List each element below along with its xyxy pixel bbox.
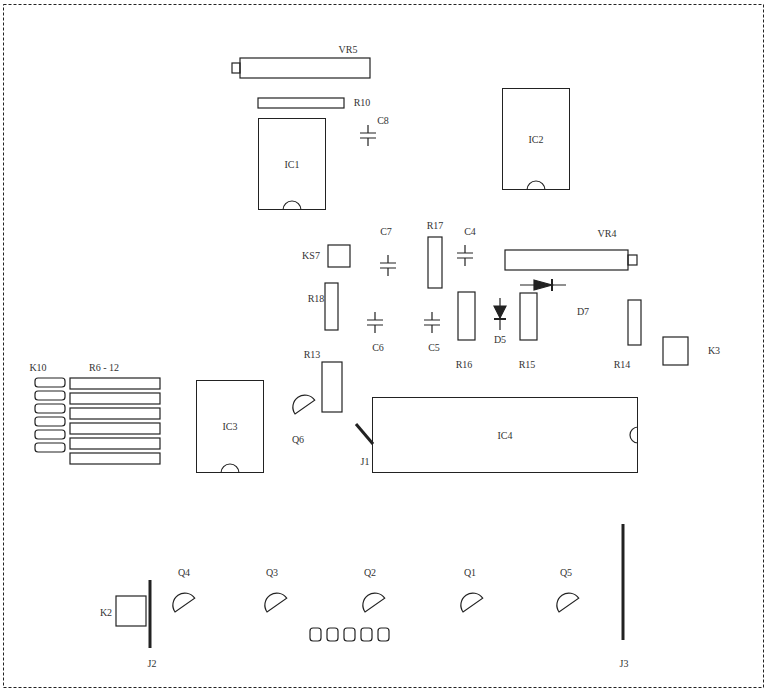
part-label: R16 <box>456 360 473 370</box>
part-label: KS7 <box>302 251 320 261</box>
connector-symbol <box>663 337 688 365</box>
resistor-symbol <box>258 98 344 108</box>
ic-outline: IC4 <box>372 397 638 473</box>
ic-label: IC4 <box>498 430 513 441</box>
ic-label: IC1 <box>285 159 300 170</box>
connector-pins <box>35 378 65 452</box>
diode-symbol <box>520 279 566 291</box>
part-label: R10 <box>354 98 371 108</box>
capacitor-symbol <box>360 125 473 333</box>
part-label: C5 <box>428 343 440 353</box>
part-label: K2 <box>100 608 112 618</box>
resistor-symbol <box>70 237 641 464</box>
trimmer-knob <box>232 63 240 73</box>
transistor-symbol <box>168 390 579 612</box>
ic-label: IC3 <box>223 421 238 432</box>
diode-symbol <box>494 298 506 330</box>
part-label: C6 <box>372 343 384 353</box>
part-label: VR4 <box>598 229 617 239</box>
part-label: Q1 <box>464 568 476 578</box>
ic-label: IC2 <box>529 134 544 145</box>
part-label: R13 <box>304 350 321 360</box>
part-label: C4 <box>464 227 476 237</box>
part-label: K10 <box>29 363 46 373</box>
ic-outline: IC2 <box>502 88 570 190</box>
ic-notch <box>630 427 638 443</box>
board-outline <box>4 5 764 688</box>
connector-symbol <box>328 245 350 267</box>
part-label: R17 <box>427 221 444 231</box>
jumper-wire <box>622 524 625 640</box>
part-label: Q6 <box>292 435 304 445</box>
jumper-wire <box>149 580 152 648</box>
trimmer-symbol <box>240 58 370 78</box>
part-label: R15 <box>519 360 536 370</box>
part-label: J3 <box>620 659 629 669</box>
part-label: Q3 <box>266 568 278 578</box>
ic-notch <box>527 181 545 190</box>
part-label: Q2 <box>364 568 376 578</box>
part-label: J2 <box>148 659 157 669</box>
jumper-wire <box>356 424 373 444</box>
part-label: Q4 <box>178 568 190 578</box>
part-label: R14 <box>614 360 631 370</box>
part-label: D7 <box>577 307 589 317</box>
part-label: C8 <box>377 116 389 126</box>
ic-notch <box>221 464 239 473</box>
part-label: D5 <box>494 335 506 345</box>
part-label: R6 - 12 <box>89 363 119 373</box>
part-label: K3 <box>708 346 720 356</box>
part-label: R18 <box>308 294 325 304</box>
part-label: C7 <box>380 227 392 237</box>
trimmer-symbol <box>505 250 628 270</box>
ic-outline: IC1 <box>258 118 326 210</box>
connector-symbol <box>116 596 146 626</box>
ic-notch <box>283 201 301 210</box>
part-label: VR5 <box>339 45 358 55</box>
trimmer-knob <box>628 255 637 265</box>
ic-outline: IC3 <box>196 380 264 473</box>
part-label: Q5 <box>560 568 572 578</box>
pad-row <box>310 628 389 641</box>
part-label: J1 <box>361 457 370 467</box>
